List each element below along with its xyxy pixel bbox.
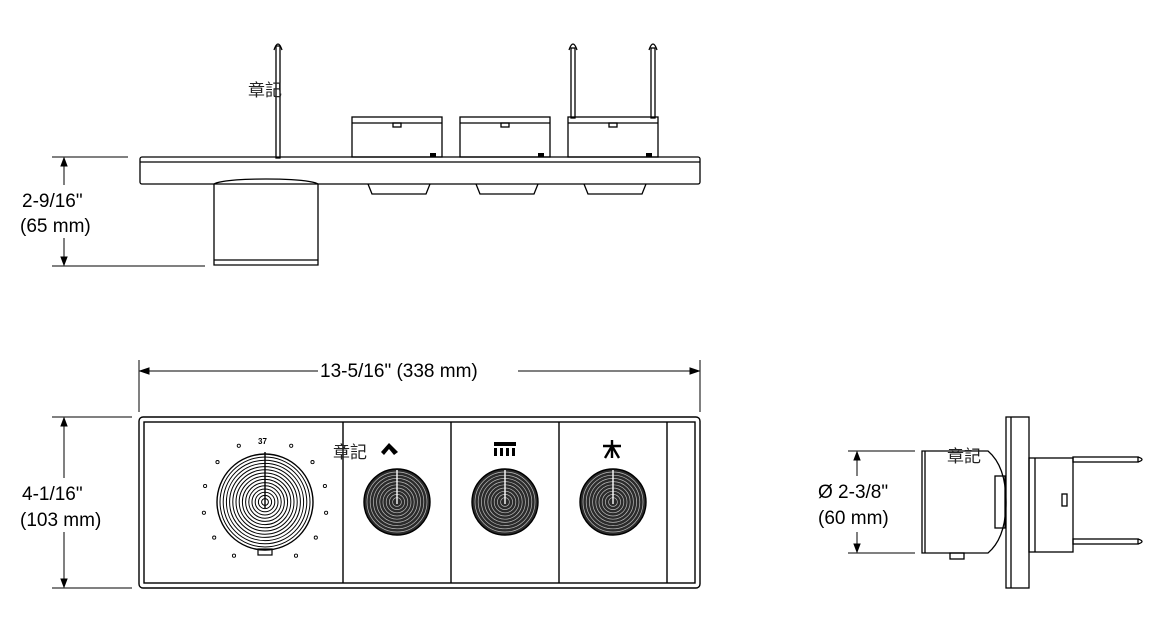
dimension-width: [138, 360, 701, 412]
dim-arrow: [60, 156, 68, 167]
dial-scale-dot: [201, 510, 206, 515]
top-view-valve-body: [213, 178, 319, 266]
hand-shower-spray: [610, 445, 621, 459]
width-label: 13-5/16" (338 mm): [320, 361, 478, 382]
side-cartridge-tab: [1061, 493, 1068, 507]
dial-scale-dot: [203, 483, 208, 489]
dim-arrow: [689, 367, 701, 375]
cartridge-box-3: [567, 116, 659, 158]
dimension-diameter: [848, 450, 915, 554]
dimension-height-top: [52, 156, 205, 267]
diverter-knob-hand-shower[interactable]: [579, 468, 647, 536]
side-plate: [1005, 416, 1030, 589]
hand-shower-spray: [603, 445, 614, 459]
front-view: [138, 416, 701, 589]
diverter-knob-tub-spout[interactable]: [363, 468, 431, 536]
side-pin-bottom-tip: [1137, 538, 1143, 545]
cartridge-box-3-tab: [608, 122, 618, 128]
dim-arrow: [60, 416, 68, 427]
front-plate-outer: [138, 416, 701, 589]
dial-scale-dot: [293, 553, 299, 558]
top-view-pin-tip: [273, 43, 283, 51]
side-cartridge: [1028, 457, 1074, 553]
dial-scale-dot: [310, 460, 315, 465]
watermark: 章記: [333, 443, 367, 463]
rain-drop: [494, 448, 497, 456]
dial-scale-dots: [201, 443, 329, 558]
dial-scale-dot: [289, 443, 294, 448]
dial-scale-dot: [236, 443, 241, 448]
side-pin-top-tip: [1137, 456, 1143, 463]
thermostat-dial[interactable]: [201, 443, 329, 558]
top-detail-1: [430, 153, 436, 157]
watermark: 章記: [248, 81, 282, 101]
top-view-plate: [139, 156, 701, 185]
diverter-knob-rain-shower[interactable]: [471, 468, 539, 536]
rain-drop: [500, 448, 503, 456]
knob-skirt-3: [583, 183, 647, 195]
knob-skirt-1: [367, 183, 431, 195]
dim-arrow: [60, 578, 68, 589]
height-top-mm-label: (65 mm): [20, 216, 91, 237]
dial-scale-dot: [313, 535, 318, 540]
dim-arrow: [853, 543, 861, 554]
dimension-height-front: [52, 416, 132, 589]
tub-spout-icon: [381, 443, 398, 455]
side-view: [921, 416, 1143, 589]
diameter-mm-label: (60 mm): [818, 508, 889, 529]
dial-scale-dot: [212, 535, 217, 540]
side-knob-rim: [994, 475, 1006, 529]
cartridge-box-1: [351, 116, 443, 158]
top-detail-3: [646, 153, 652, 157]
hand-shower-icon: [603, 440, 621, 459]
right-pin-2: [650, 47, 656, 119]
knob-skirt-2: [475, 183, 539, 195]
rain-shower-head: [494, 442, 516, 446]
top-view-pin: [275, 45, 281, 159]
cartridge-box-1-tab: [392, 122, 402, 128]
dial-scale-dot: [324, 510, 329, 515]
front-plate-inner: [143, 421, 696, 584]
rain-drop: [506, 448, 509, 456]
cartridge-box-2-tab: [500, 122, 510, 128]
side-knob: [921, 450, 1007, 554]
top-detail-2: [538, 153, 544, 157]
watermark: 章記: [947, 447, 981, 467]
diverter-knobs: [363, 468, 647, 536]
diameter-label: Ø 2-3/8": [818, 482, 888, 503]
height-top-label: 2-9/16": [22, 191, 83, 212]
dial-scale-dot: [215, 460, 220, 465]
right-pin-2-tip: [648, 43, 658, 51]
top-view: [139, 43, 701, 266]
dial-scale-dot: [231, 553, 237, 558]
top-view-details: [430, 153, 652, 157]
right-pin-1: [570, 47, 576, 119]
cartridge-box-2: [459, 116, 551, 158]
temperature-label: 37: [258, 437, 267, 446]
dial-scale-dot: [322, 483, 327, 489]
side-knob-tab: [949, 552, 965, 560]
dial-base-tab: [257, 548, 273, 556]
right-pin-1-tip: [568, 43, 578, 51]
dim-arrow: [138, 367, 150, 375]
rain-drop: [512, 448, 515, 456]
side-pin-top: [1072, 456, 1139, 463]
height-front-label: 4-1/16": [22, 484, 83, 505]
side-pin-bottom: [1072, 538, 1139, 545]
rain-shower-icon: [494, 442, 516, 456]
height-front-mm-label: (103 mm): [20, 510, 101, 531]
dim-arrow: [853, 450, 861, 461]
tub-spout-glyph: [381, 443, 398, 455]
dim-arrow: [60, 256, 68, 267]
